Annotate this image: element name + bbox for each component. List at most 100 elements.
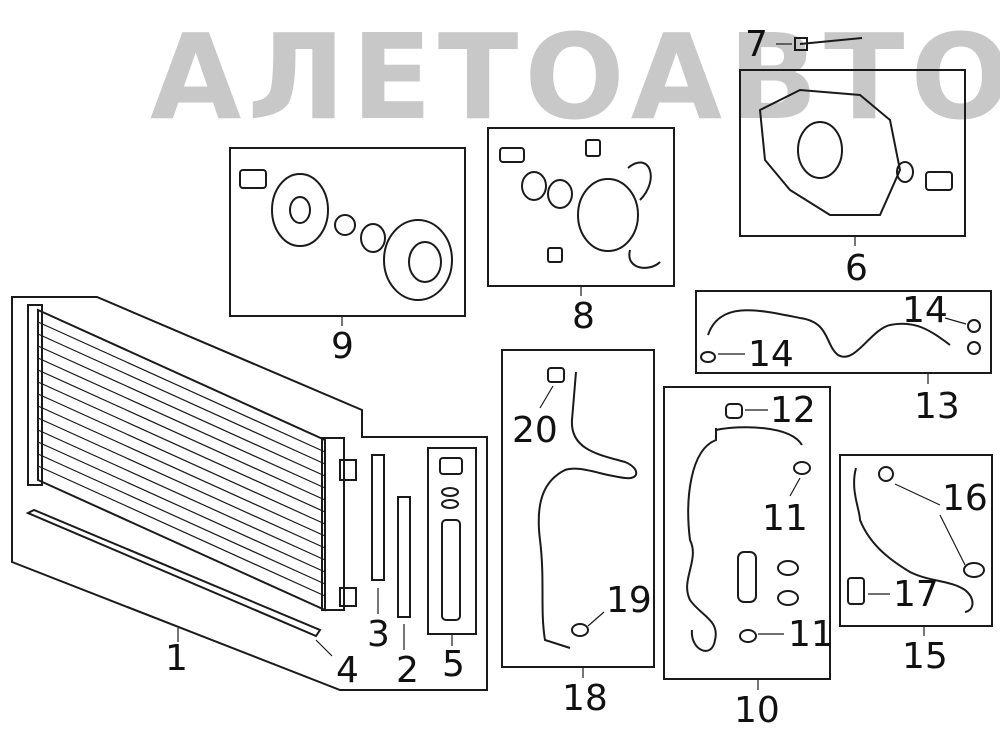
- suction-oring-upper: [793, 461, 811, 475]
- condenser-bracket: [339, 459, 357, 481]
- coil-bolt: [499, 147, 525, 163]
- callouts: 1 2 3 4 5 6 7 8 9 10 11 11 12 13 14 14 1…: [165, 24, 988, 731]
- leader-20: [539, 385, 554, 409]
- callout-3: 3: [367, 614, 390, 655]
- discharge-hose-group: [695, 290, 992, 384]
- clutch-group: [229, 147, 466, 326]
- liquid-line-oring: [571, 623, 589, 637]
- leader-16a: [894, 483, 941, 506]
- liquid-line-box: [501, 349, 655, 668]
- callout-11a: 11: [762, 498, 808, 539]
- coil-wire: [627, 161, 661, 269]
- liquid-line-cap: [547, 367, 565, 383]
- coil-box: [487, 127, 675, 287]
- suction-line-box: [663, 386, 831, 680]
- condenser-right-tank: [321, 437, 345, 611]
- callout-13: 13: [914, 386, 960, 427]
- callout-20: 20: [512, 410, 558, 451]
- desiccant-oring-a: [441, 487, 459, 497]
- callout-1: 1: [165, 638, 188, 679]
- coil-ring-b: [547, 179, 573, 209]
- callout-2: 2: [396, 650, 419, 691]
- suction-cap: [725, 403, 743, 419]
- callout-12: 12: [770, 390, 816, 431]
- discharge-hose: [707, 309, 951, 358]
- suction-oring-lower: [739, 629, 757, 643]
- watermark: АЛЕТОАВТО: [150, 8, 1000, 146]
- field-coil: [577, 178, 639, 252]
- condenser-bracket-lower: [339, 587, 357, 607]
- suction-accumulator: [737, 551, 757, 603]
- desiccant-oring-b: [441, 499, 459, 509]
- clutch-plate: [271, 173, 329, 247]
- coil-screw: [585, 139, 601, 157]
- seal-2: [397, 496, 411, 618]
- callout-10: 10: [734, 690, 780, 731]
- discharge-hose-box: [695, 290, 992, 374]
- pressure-hose-box: [839, 454, 993, 627]
- leader-4: [315, 639, 333, 657]
- desiccant-cap: [439, 457, 463, 475]
- compressor-long-bolt: [799, 37, 863, 45]
- compressor-bolt-head: [794, 37, 808, 51]
- leader-19: [587, 611, 605, 627]
- callout-6: 6: [845, 248, 868, 289]
- callout-17: 17: [893, 574, 939, 615]
- callout-16: 16: [942, 478, 988, 519]
- compressor-valve: [925, 171, 953, 191]
- callout-15: 15: [902, 636, 948, 677]
- seal-3: [371, 454, 385, 581]
- callout-9: 9: [331, 326, 354, 367]
- leader-14a: [944, 317, 967, 325]
- callout-5: 5: [442, 644, 465, 685]
- coil-screw-lower: [547, 247, 563, 263]
- clutch-pulley-center: [408, 241, 442, 283]
- callout-14a: 14: [902, 290, 948, 331]
- suction-ring-b: [777, 590, 799, 606]
- compressor-front-face: [797, 121, 843, 179]
- discharge-oring-left: [700, 351, 716, 363]
- liquid-line: [537, 371, 638, 649]
- suction-line-group: [663, 386, 831, 690]
- clutch-plate-hub: [289, 196, 311, 224]
- callout-7: 7: [745, 24, 768, 65]
- pressure-hose-group: [839, 454, 993, 636]
- clutch-box: [229, 147, 466, 317]
- discharge-oring-right-b: [967, 341, 981, 355]
- callout-8: 8: [572, 296, 595, 337]
- callout-4: 4: [336, 650, 359, 691]
- condenser-fins: [37, 321, 326, 597]
- pressure-hose: [853, 467, 974, 613]
- clutch-pulley: [383, 219, 453, 301]
- callout-18: 18: [562, 678, 608, 719]
- pressure-oring-b: [963, 562, 985, 578]
- coil-group: [487, 127, 675, 296]
- compressor-oring: [896, 161, 914, 183]
- suction-ring-a: [777, 560, 799, 576]
- condenser-left-tank: [27, 304, 43, 486]
- callout-19: 19: [606, 580, 652, 621]
- leader-11a: [789, 477, 801, 497]
- compressor-group: [739, 37, 966, 246]
- callout-14b: 14: [748, 334, 794, 375]
- coil-ring-a: [521, 171, 547, 201]
- discharge-oring-right-a: [967, 319, 981, 333]
- compressor-body: [758, 88, 902, 216]
- leader-16b: [939, 514, 966, 566]
- clutch-snap-ring: [360, 223, 386, 253]
- suction-line: [686, 426, 803, 652]
- liquid-line-group: [501, 349, 655, 678]
- desiccant-kit-box: [427, 447, 477, 635]
- clutch-shim: [334, 214, 356, 236]
- pressure-switch: [847, 577, 865, 605]
- pressure-oring-a: [878, 466, 894, 482]
- callout-11b: 11: [788, 614, 834, 655]
- desiccant-bag: [441, 519, 461, 621]
- condenser-panel-outline: [11, 296, 488, 691]
- compressor-box: [739, 69, 966, 237]
- condenser-group: [11, 296, 488, 691]
- clutch-bolt: [239, 169, 267, 189]
- seal-strip-lower: [25, 508, 322, 638]
